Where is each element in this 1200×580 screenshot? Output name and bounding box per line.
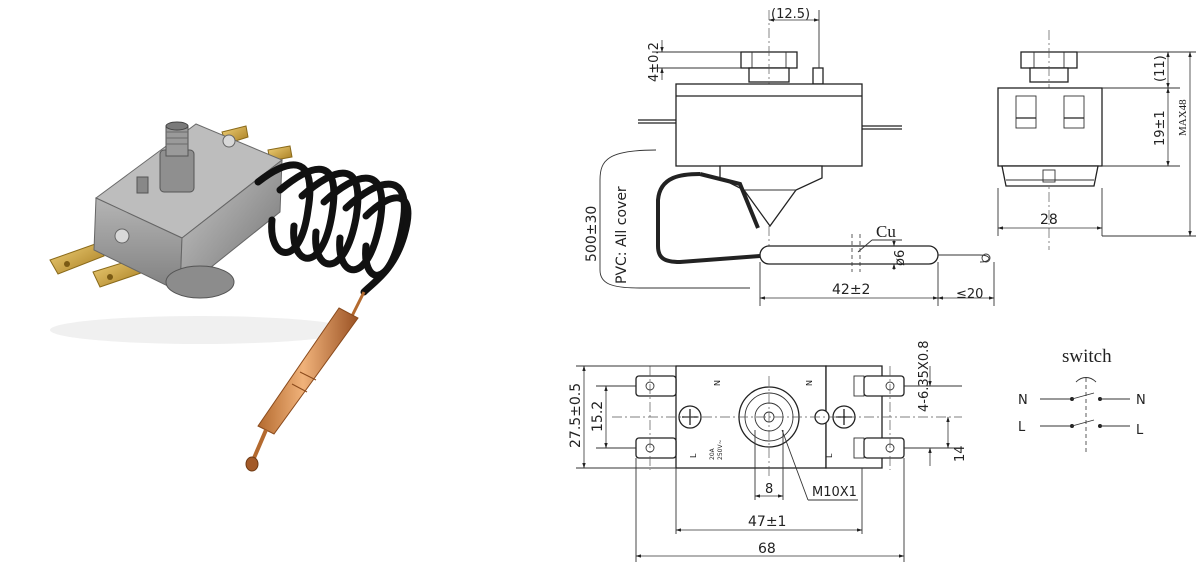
dim-bulb-tail: ≤20 bbox=[956, 287, 983, 302]
product-photo bbox=[49, 121, 412, 472]
dim-capillary-length: 500±30 bbox=[584, 206, 600, 262]
dim-bulb-length: 42±2 bbox=[832, 282, 870, 298]
marking-l-right: L bbox=[825, 453, 834, 458]
switch-right-n: N bbox=[1136, 393, 1146, 408]
dim-width: 28 bbox=[1040, 212, 1058, 228]
photo-shadow bbox=[50, 316, 350, 344]
dim-overall-length: 68 bbox=[758, 541, 776, 557]
dim-nut-height: (11) bbox=[1153, 55, 1168, 82]
top-view: N N L L 20A 250V~ 27.5±0.5 15.2 4-6.35X0… bbox=[568, 341, 968, 562]
material-label: Cu bbox=[876, 222, 896, 241]
switch-left-l: L bbox=[1018, 420, 1026, 435]
side-view: (12.5) 4±0.2 500±30 PVC: All cover Cu ø6… bbox=[584, 7, 995, 306]
dim-nut-width: (12.5) bbox=[771, 7, 810, 22]
dim-body-height: 19±1 bbox=[1153, 110, 1168, 146]
dim-terminals: 4-6.35X0.8 bbox=[917, 341, 932, 413]
marking-l-left: L bbox=[689, 453, 698, 458]
thread-label: M10X1 bbox=[812, 485, 857, 500]
dim-shaft-flat: 8 bbox=[765, 482, 773, 497]
photo-shaft bbox=[136, 121, 195, 194]
photo-screw bbox=[222, 134, 236, 148]
dim-bulb-diameter: ø6 bbox=[893, 250, 908, 266]
dim-terminal-spacing: 15.2 bbox=[590, 401, 606, 432]
photo-screw bbox=[114, 228, 130, 244]
marking-rating-2: 250V~ bbox=[717, 439, 724, 460]
marking-n-right: N bbox=[805, 380, 814, 386]
dim-stem: 4±0.2 bbox=[647, 42, 662, 82]
marking-rating-1: 20A bbox=[709, 447, 716, 460]
marking-n-top: N bbox=[713, 380, 722, 386]
switch-title: switch bbox=[1062, 346, 1112, 367]
dim-hole-spacing: 47±1 bbox=[748, 514, 786, 530]
photo-copper-bulb bbox=[245, 291, 366, 472]
switch-schematic: switch N L N L bbox=[1018, 346, 1146, 452]
switch-right-l: L bbox=[1136, 423, 1144, 438]
dim-max-height: MAX48 bbox=[1177, 99, 1189, 136]
photo-capillary-coil bbox=[254, 161, 412, 296]
end-view: (11) 19±1 MAX48 28 bbox=[997, 30, 1196, 250]
dim-outer-height: 27.5±0.5 bbox=[568, 383, 584, 448]
switch-left-n: N bbox=[1018, 393, 1028, 408]
capillary-note: PVC: All cover bbox=[614, 186, 630, 284]
dim-right-spacing: 14 bbox=[953, 445, 968, 462]
